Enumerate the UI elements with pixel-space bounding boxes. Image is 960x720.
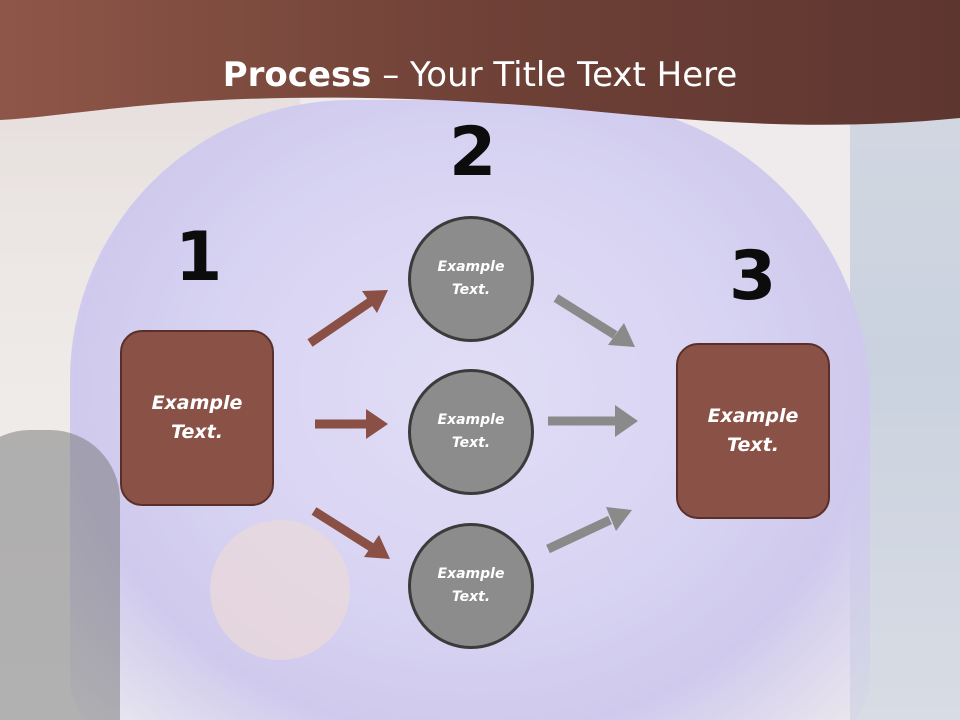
circle-middle-text: Example Text. <box>438 409 505 455</box>
step1-text: Example Text. <box>152 389 243 447</box>
step3-text-line1: Example <box>707 405 799 427</box>
arrow-from-middle-circle <box>548 405 638 437</box>
step-number-2: 2 <box>449 113 497 192</box>
circle-middle-text-line1: Example <box>437 412 505 428</box>
step3-text-line2: Text. <box>727 434 779 456</box>
title-rest: – Your Title Text Here <box>371 55 738 95</box>
step3-text: Example Text. <box>708 402 799 460</box>
circle-bottom-text: Example Text. <box>438 563 505 609</box>
circle-bottom-text-line2: Text. <box>451 589 491 605</box>
arrow-from-bottom-circle <box>546 507 632 554</box>
circle-top-text: Example Text. <box>438 256 505 302</box>
circle-bottom[interactable]: Example Text. <box>408 523 534 649</box>
arrow-to-middle-circle <box>315 409 388 439</box>
step1-box[interactable]: Example Text. <box>120 330 274 506</box>
step3-box[interactable]: Example Text. <box>676 343 830 519</box>
circle-top[interactable]: Example Text. <box>408 216 534 342</box>
step1-text-line1: Example <box>151 392 243 414</box>
circle-top-text-line2: Text. <box>451 282 491 298</box>
step1-text-line2: Text. <box>171 421 223 443</box>
step-number-1: 1 <box>175 218 223 297</box>
arrow-to-bottom-circle <box>311 507 390 559</box>
circle-top-text-line1: Example <box>437 259 505 275</box>
slide-title[interactable]: Process – Your Title Text Here <box>0 52 960 98</box>
arrow-from-top-circle <box>553 294 635 347</box>
circle-middle-text-line2: Text. <box>451 435 491 451</box>
circle-middle[interactable]: Example Text. <box>408 369 534 495</box>
step-number-3: 3 <box>729 237 777 316</box>
title-bold: Process <box>222 55 372 95</box>
arrow-to-top-circle <box>307 290 388 347</box>
title-band: Process – Your Title Text Here <box>0 0 960 140</box>
circle-bottom-text-line1: Example <box>437 566 505 582</box>
